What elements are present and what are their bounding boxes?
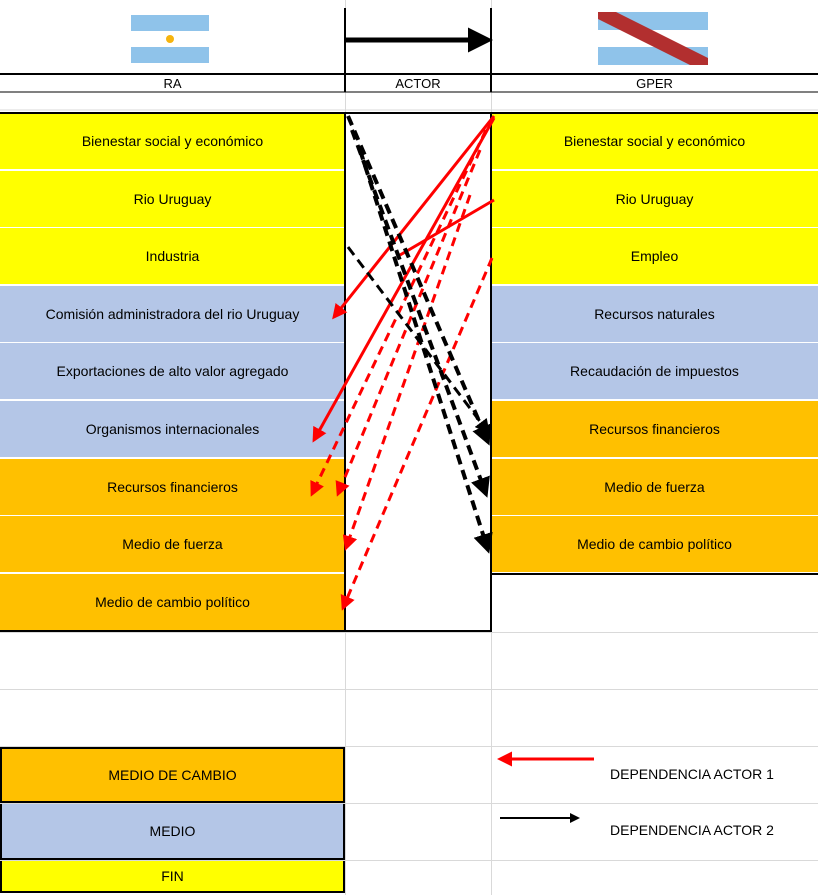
right-item-box: Bienestar social y económico (491, 113, 818, 170)
gridline (0, 632, 818, 633)
black-arrow (346, 246, 490, 435)
argentina-flag-icon (131, 15, 209, 63)
left-item-box: Organismos internacionales (0, 401, 345, 458)
uruguay-region-flag-icon (598, 12, 708, 65)
right-item-box: Empleo (491, 228, 818, 286)
left-item-box: Exportaciones de alto valor agregado (0, 343, 345, 401)
black-dependency-arrows (346, 115, 493, 554)
right-item-box: Rio Uruguay (491, 170, 818, 228)
black-arrow (346, 115, 491, 446)
right-item-box: Recursos naturales (491, 285, 818, 343)
right-item-box: Medio de fuerza (491, 458, 818, 516)
left-item-box: Recursos financieros (0, 458, 345, 516)
legend-black-label: DEPENDENCIA ACTOR 2 (610, 822, 774, 838)
legend-medio-box: MEDIO (0, 804, 345, 860)
legend-fin-box: FIN (0, 861, 345, 893)
left-item-box: Medio de cambio político (0, 573, 345, 631)
red-arrow (399, 198, 495, 257)
left-item-box: Rio Uruguay (0, 170, 345, 228)
red-arrow (335, 149, 482, 497)
red-dependency-arrows (310, 115, 496, 611)
right-item-box: Recaudación de impuestos (491, 343, 818, 401)
header-right-label: GPER (636, 76, 673, 91)
left-item-box: Bienestar social y económico (0, 113, 345, 170)
right-item-box: Recursos financieros (491, 401, 818, 458)
left-item-box: Industria (0, 228, 345, 286)
actor-middle-box (344, 112, 492, 632)
red-arrow (340, 257, 494, 611)
legend-medio_de_cambio-box: MEDIO DE CAMBIO (0, 747, 345, 803)
left-item-box: Medio de fuerza (0, 516, 345, 574)
gridline (0, 803, 818, 804)
header-frame (0, 8, 818, 92)
red-arrow (332, 115, 496, 320)
gridline (0, 860, 818, 861)
header-left-label: RA (163, 76, 182, 91)
red-arrow (312, 117, 496, 443)
black-arrow (350, 129, 490, 498)
red-arrow (342, 194, 472, 551)
column-borders (0, 112, 818, 632)
gridline (0, 746, 818, 747)
right-item-box: Medio de cambio político (491, 516, 818, 574)
black-arrow (358, 149, 493, 554)
header-middle-label: ACTOR (395, 76, 441, 91)
legend-red-label: DEPENDENCIA ACTOR 1 (610, 766, 774, 782)
left-item-box: Comisión administradora del rio Uruguay (0, 285, 345, 343)
gridline (0, 689, 818, 690)
